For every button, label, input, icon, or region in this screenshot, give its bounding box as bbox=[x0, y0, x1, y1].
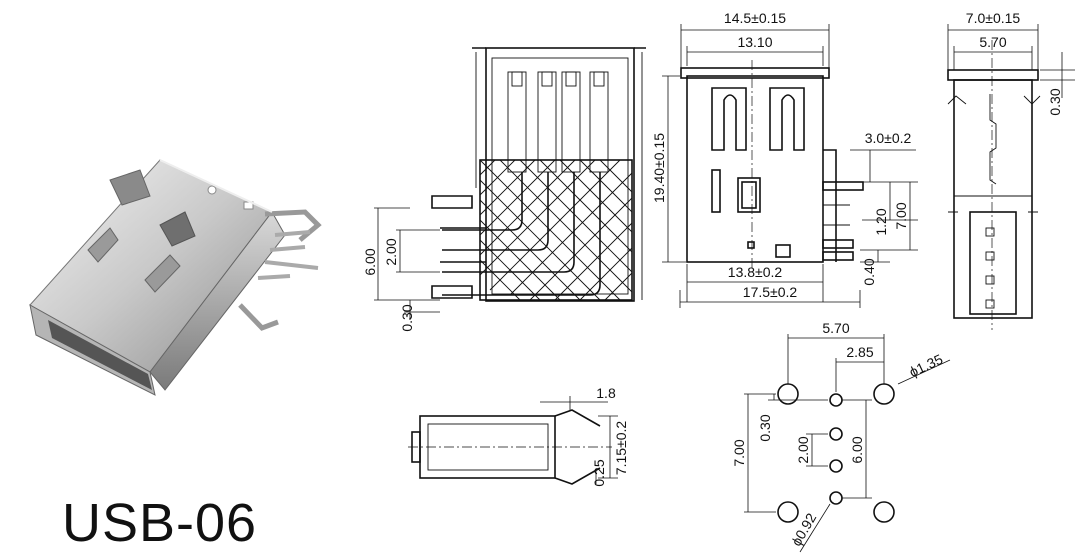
dim-bottom-tab: 1.8 bbox=[596, 385, 616, 401]
spring-tab bbox=[87, 227, 119, 263]
dim-front-base-inner: 13.8±0.2 bbox=[728, 264, 783, 280]
dim-front-pin-offset: 3.0±0.2 bbox=[865, 130, 912, 146]
bottom-view: 1.8 7.15±0.2 0.25 bbox=[408, 385, 629, 487]
model-title: USB-06 bbox=[62, 493, 258, 553]
dim-pcb-7: 7.00 bbox=[731, 439, 747, 466]
section-view: 6.00 2.00 0.30 bbox=[362, 47, 646, 332]
dim-front-height: 19.40±0.15 bbox=[651, 133, 667, 203]
dim-bottom-025: 0.25 bbox=[591, 459, 607, 486]
dim-section-030: 0.30 bbox=[399, 304, 415, 331]
dim-front-base-outer: 17.5±0.2 bbox=[743, 284, 798, 300]
mount-leg bbox=[238, 303, 279, 331]
spring-tab bbox=[144, 254, 181, 293]
dim-front-bottom: 0.40 bbox=[861, 258, 877, 285]
dim-pcb-hole-large: ϕ1.35 bbox=[907, 351, 946, 380]
spring-tab bbox=[109, 169, 151, 206]
dim-pcb-6: 6.00 bbox=[849, 436, 865, 463]
dim-bottom-height: 7.15±0.2 bbox=[613, 421, 629, 476]
dim-side-outer-width: 7.0±0.15 bbox=[966, 10, 1021, 26]
spring-tab bbox=[159, 211, 196, 247]
vent-hole bbox=[207, 185, 217, 195]
pcb-layout: 5.70 2.85 ϕ1.35 7.00 0.30 2.00 6.00 ϕ0.9… bbox=[731, 320, 951, 553]
dim-front-pin-span: 7.00 bbox=[893, 202, 909, 229]
side-view: 7.0±0.15 5.70 0.30 bbox=[947, 10, 1075, 330]
dim-side-top: 0.30 bbox=[1047, 88, 1063, 115]
dim-front-pin-pitch: 1.20 bbox=[873, 208, 889, 235]
dim-pcb-570: 5.70 bbox=[822, 320, 849, 336]
dim-pcb-285: 2.85 bbox=[846, 344, 873, 360]
shell-edge bbox=[159, 159, 273, 213]
shell-side bbox=[149, 211, 286, 391]
dim-section-6: 6.00 bbox=[362, 248, 378, 275]
dim-section-2: 2.00 bbox=[383, 238, 399, 265]
front-view: 14.5±0.15 13.10 19.40±0.15 3.0±0.2 13.8±… bbox=[651, 10, 918, 308]
dim-pcb-030: 0.30 bbox=[757, 414, 773, 441]
pin bbox=[274, 230, 311, 237]
pin bbox=[257, 274, 291, 280]
port-opening bbox=[48, 320, 152, 390]
pin bbox=[264, 260, 319, 270]
product-photo bbox=[29, 159, 322, 396]
dim-pcb-2: 2.00 bbox=[795, 436, 811, 463]
pin bbox=[269, 245, 306, 252]
dim-front-outer-width: 14.5±0.15 bbox=[724, 10, 786, 26]
dim-pcb-hole-small: ϕ0.92 bbox=[788, 510, 820, 549]
dim-side-inner-width: 5.70 bbox=[979, 34, 1006, 50]
dim-front-inner-width: 13.10 bbox=[737, 34, 772, 50]
